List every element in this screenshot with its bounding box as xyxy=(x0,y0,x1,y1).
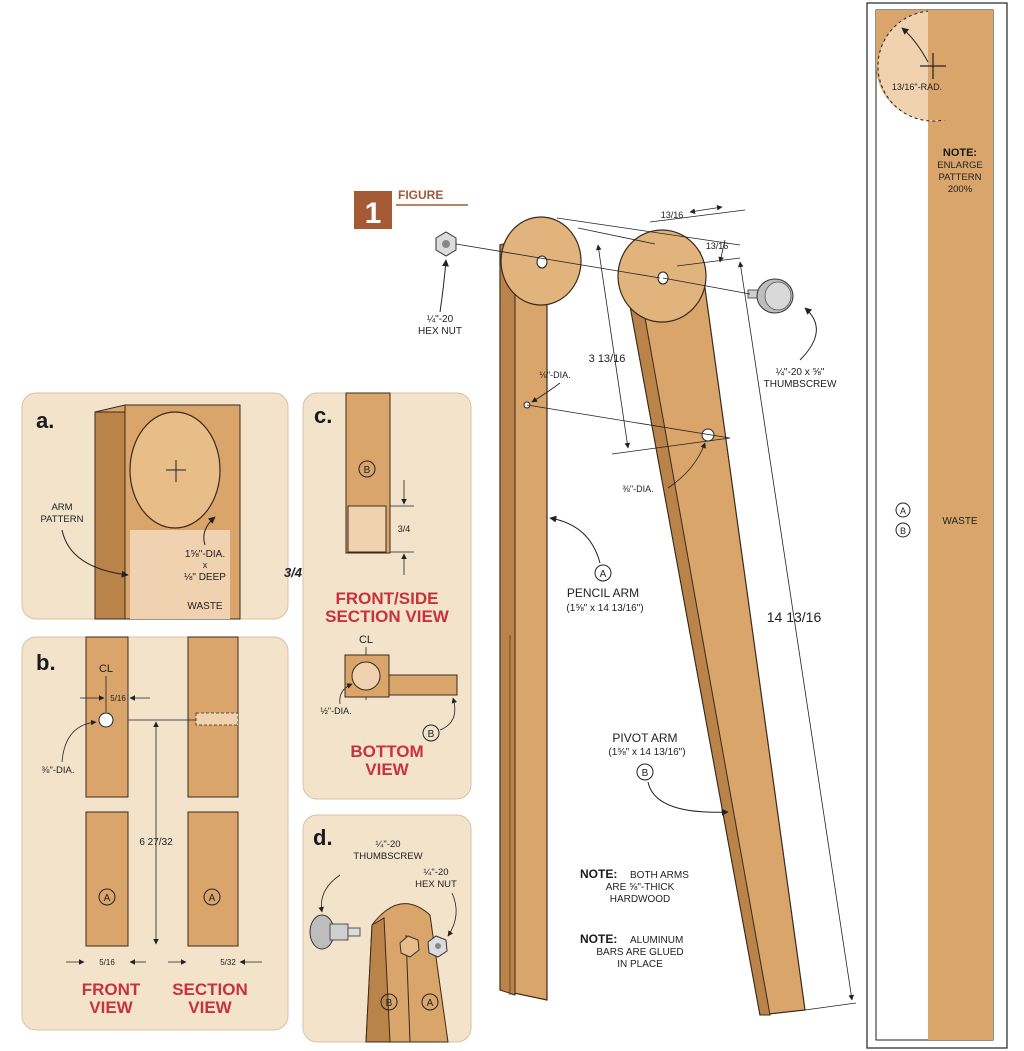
detail-d-tag-b: B xyxy=(386,998,393,1009)
note-line: IN PLACE xyxy=(617,959,663,970)
dim-bottom-right: 5/32 xyxy=(220,958,236,967)
dim-bottom-left: 5/16 xyxy=(99,958,115,967)
detail-d-thumbscrew: ¼"-20 xyxy=(375,839,400,850)
pattern-waste-label: WASTE xyxy=(942,516,978,527)
stray-dimension-label: 3/4 xyxy=(284,565,303,580)
pencil-arm-size: (1⅝" x 14 13/16") xyxy=(566,603,643,614)
pattern-note-line: ENLARGE xyxy=(937,160,982,171)
note-line: HARDWOOD xyxy=(610,894,671,905)
pencil-arm xyxy=(499,216,582,1001)
figure-number: 1 xyxy=(365,197,382,230)
hex-nut-icon xyxy=(435,231,457,257)
detail-a-panel: a. ARM PATTERN 1⅝"-DIA. x ⅛" DEEP WASTE xyxy=(21,392,289,620)
pattern-tag-b: B xyxy=(900,526,906,536)
arm-pattern-label: ARM xyxy=(51,502,72,513)
pencil-arm-name: PENCIL ARM xyxy=(567,586,639,600)
dim-length: 6 27/32 xyxy=(139,837,173,848)
hex-nut-label: ¼"-20 xyxy=(427,313,454,325)
detail-a-hole: ⅛" DEEP xyxy=(184,572,226,583)
detail-b-hole: ⅜"-DIA. xyxy=(42,765,75,776)
note-line: BARS ARE GLUED xyxy=(596,947,683,958)
detail-c-tag-bottom: B xyxy=(428,729,435,740)
bottom-view-title: VIEW xyxy=(365,760,409,779)
dim-hole-spacing: 3 13/16 xyxy=(589,353,626,365)
thumbscrew-icon xyxy=(309,914,361,950)
small-hole-label: ⅛"-DIA. xyxy=(539,370,570,380)
detail-d-tag-a: A xyxy=(427,998,434,1009)
detail-c-centerline: CL xyxy=(359,634,373,646)
detail-b-tag-front: A xyxy=(104,893,111,904)
section-view-title: VIEW xyxy=(188,998,232,1017)
front-view-title: VIEW xyxy=(89,998,133,1017)
note-head: NOTE: xyxy=(580,867,617,881)
note-line: ARE ⅝"-THICK xyxy=(606,882,675,893)
section-view-title: SECTION xyxy=(172,980,248,999)
pencil-arm-tag: A xyxy=(600,569,607,580)
pivot-arm-name: PIVOT ARM xyxy=(612,731,677,745)
detail-c-dim: 3/4 xyxy=(398,524,411,534)
figure-badge: 1 FIGURE xyxy=(354,188,468,230)
detail-c-hole: ½"-DIA. xyxy=(320,706,351,716)
detail-c-letter: c. xyxy=(314,403,332,428)
note-head: NOTE: xyxy=(580,932,617,946)
dim-top: 5/16 xyxy=(110,694,126,703)
pattern-strip: 13/16"-RAD. NOTE: ENLARGE PATTERN 200% A… xyxy=(866,2,1008,1049)
pattern-note-line: 200% xyxy=(948,184,973,195)
thumbscrew-label: ¼"-20 x ⅝" xyxy=(776,366,825,378)
pattern-radius-label: 13/16"-RAD. xyxy=(892,82,942,92)
note-line: BOTH ARMS xyxy=(630,870,689,881)
bottom-view-title: BOTTOM xyxy=(350,742,423,761)
detail-d-hexnut: ¼"-20 xyxy=(423,867,448,878)
dim-top-b: 13/16 xyxy=(706,241,729,251)
centerline-label: CL xyxy=(99,663,113,675)
dim-top-a: 13/16 xyxy=(661,210,684,220)
figure-label: FIGURE xyxy=(398,188,443,202)
pivot-hole-label: ⅜"-DIA. xyxy=(622,484,653,494)
note-line: ALUMINUM xyxy=(630,935,683,946)
detail-d-panel: d. ¼"-20 THUMBSCREW ¼"-20 HEX NUT B A xyxy=(302,814,472,1043)
hex-nut-label: HEX NUT xyxy=(418,326,462,337)
detail-b-panel: b. CL 5/16 ⅜"-DIA. 6 27/32 A A 5/16 5/32… xyxy=(21,636,289,1031)
thumbscrew-icon xyxy=(747,278,794,314)
detail-b-letter: b. xyxy=(36,650,56,675)
note-arms: NOTE: BOTH ARMS ARE ⅝"-THICK HARDWOOD xyxy=(580,867,689,905)
length-dimension: 14 13/16 xyxy=(767,609,822,625)
detail-a-waste: WASTE xyxy=(187,601,223,612)
pivot-arm-size: (1⅝" x 14 13/16") xyxy=(608,747,685,758)
dim-line xyxy=(556,217,741,246)
detail-d-letter: d. xyxy=(313,825,333,850)
detail-b-tag-section: A xyxy=(209,893,216,904)
front-side-title: SECTION VIEW xyxy=(325,607,450,626)
detail-d-hexnut: HEX NUT xyxy=(415,879,457,890)
detail-c-panel: c. B 3/4 FRONT/SIDE SECTION VIEW CL ½"-D… xyxy=(302,392,472,800)
detail-a-hole: 1⅝"-DIA. xyxy=(185,549,225,560)
pattern-tag-a: A xyxy=(900,506,906,516)
arm-pattern-label: PATTERN xyxy=(41,514,84,525)
hex-nut-icon xyxy=(427,935,448,958)
detail-d-thumbscrew: THUMBSCREW xyxy=(353,851,422,862)
detail-a-hole: x xyxy=(203,560,208,570)
front-side-title: FRONT/SIDE xyxy=(336,589,439,608)
detail-c-tag: B xyxy=(364,465,371,476)
detail-a-letter: a. xyxy=(36,408,54,433)
pivot-arm-tag: B xyxy=(642,768,649,779)
thumbscrew-label: THUMBSCREW xyxy=(764,379,837,390)
pattern-note-line: PATTERN xyxy=(939,172,982,183)
pattern-note-head: NOTE: xyxy=(943,147,977,159)
note-aluminum: NOTE: ALUMINUM BARS ARE GLUED IN PLACE xyxy=(580,932,684,970)
front-view-title: FRONT xyxy=(82,980,141,999)
